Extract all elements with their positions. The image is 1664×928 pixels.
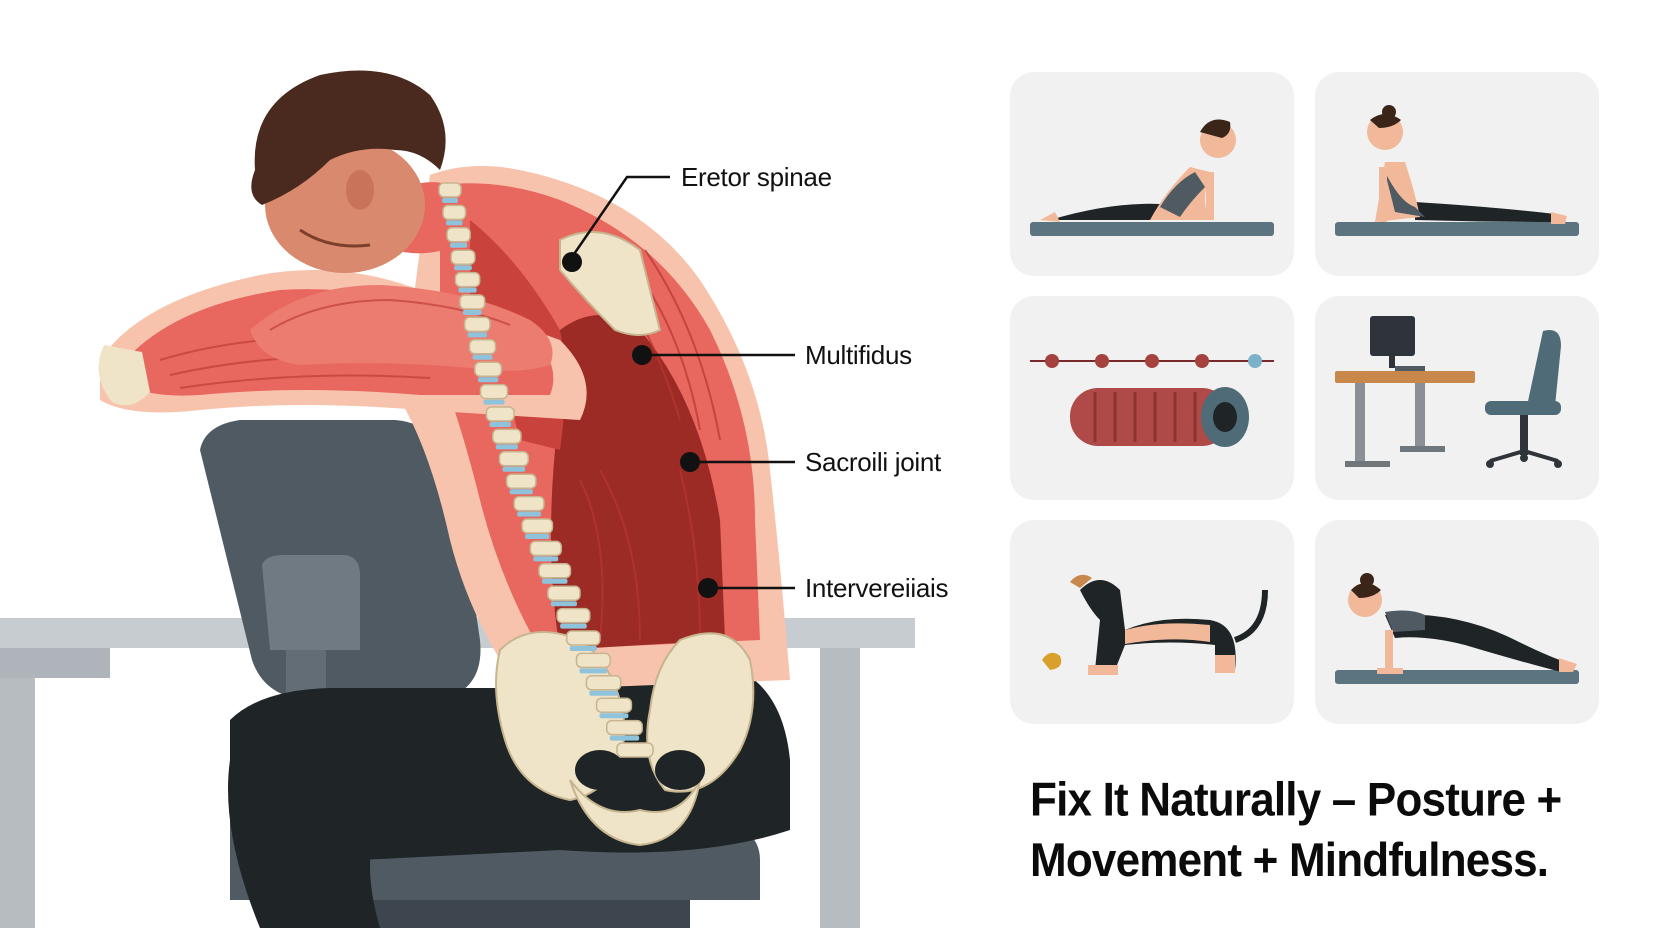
vertebra	[505, 473, 537, 489]
intervertebral-disc	[517, 511, 541, 517]
label-erector-spinae: Eretor spinae	[681, 162, 832, 192]
tile-cobra-pose	[1010, 72, 1294, 276]
intervertebral-disc	[533, 556, 559, 562]
intervertebral-disc	[550, 601, 577, 607]
intervertebral-disc	[472, 354, 493, 360]
tile-ergonomic-desk	[1315, 296, 1599, 500]
vertebra	[479, 383, 509, 400]
vertebra	[463, 316, 491, 333]
vertebra	[575, 652, 611, 669]
intervertebral-disc	[458, 287, 477, 293]
vertebra	[547, 585, 581, 601]
pelvis	[495, 631, 755, 847]
intervertebral-disc	[454, 265, 472, 271]
tile-plank-pose	[1315, 520, 1599, 724]
marker-multifidus	[632, 345, 652, 365]
vertebra	[474, 361, 503, 377]
vertebra	[454, 271, 481, 288]
tile-foam-roller	[1010, 296, 1294, 500]
intervertebral-disc	[509, 489, 533, 495]
vertebra	[468, 339, 497, 355]
intervertebral-disc	[442, 198, 458, 203]
vertebra	[538, 563, 572, 579]
vertebra	[446, 227, 471, 243]
marker-sacroiliac	[680, 452, 700, 472]
intervertebral-disc	[450, 242, 468, 248]
intervertebral-disc	[445, 220, 463, 226]
label-leaders	[570, 175, 795, 590]
label-multifidus: Multifidus	[805, 340, 912, 370]
tagline: Fix It Naturally – Posture + Movement + …	[1030, 770, 1650, 891]
intervertebral-disc	[589, 690, 618, 696]
vertebra	[498, 451, 529, 467]
vertebra	[585, 675, 622, 691]
label-intervertebral: Intervereiiais	[805, 573, 949, 603]
label-sacroiliac-joint: Sacroili joint	[805, 447, 941, 477]
head	[251, 70, 446, 273]
vertebra	[556, 607, 591, 624]
tagline-line-2: Movement + Mindfulness.	[1030, 833, 1549, 887]
intervertebral-disc	[477, 377, 499, 383]
marker-intervertebral	[698, 578, 718, 598]
intervertebral-disc	[579, 668, 608, 674]
tile-cat-cow-pose	[1010, 520, 1294, 724]
spine	[438, 182, 654, 758]
anatomy-illustration	[0, 70, 915, 928]
vertebra	[605, 719, 643, 736]
vertebra	[459, 294, 486, 310]
tile-upward-dog-pose	[1315, 72, 1599, 276]
vertebra	[616, 742, 654, 758]
intervertebral-disc	[525, 534, 550, 539]
intervertebral-disc	[599, 713, 629, 719]
intervertebral-disc	[462, 310, 482, 315]
vertebra	[438, 182, 462, 198]
intervertebral-disc	[495, 444, 518, 450]
vertebra	[492, 428, 522, 445]
intervertebral-disc	[502, 466, 526, 472]
intervertebral-disc	[541, 578, 568, 584]
intervertebral-disc	[609, 735, 640, 741]
scapula	[559, 231, 662, 336]
intervertebral-disc	[569, 646, 597, 651]
intervertebral-disc	[467, 332, 487, 338]
vertebra	[485, 406, 515, 422]
intervertebral-disc	[489, 422, 512, 427]
vertebra	[595, 697, 633, 713]
intervertebral-disc	[560, 623, 587, 629]
vertebra	[442, 204, 467, 221]
vertebra	[565, 630, 601, 646]
intervertebral-disc	[483, 399, 505, 405]
vertebra	[529, 540, 563, 557]
vertebra	[521, 518, 554, 534]
vertebra	[450, 249, 476, 265]
tagline-line-1: Fix It Naturally – Posture +	[1030, 773, 1562, 827]
vertebra	[513, 495, 545, 512]
marker-erector	[562, 252, 582, 272]
